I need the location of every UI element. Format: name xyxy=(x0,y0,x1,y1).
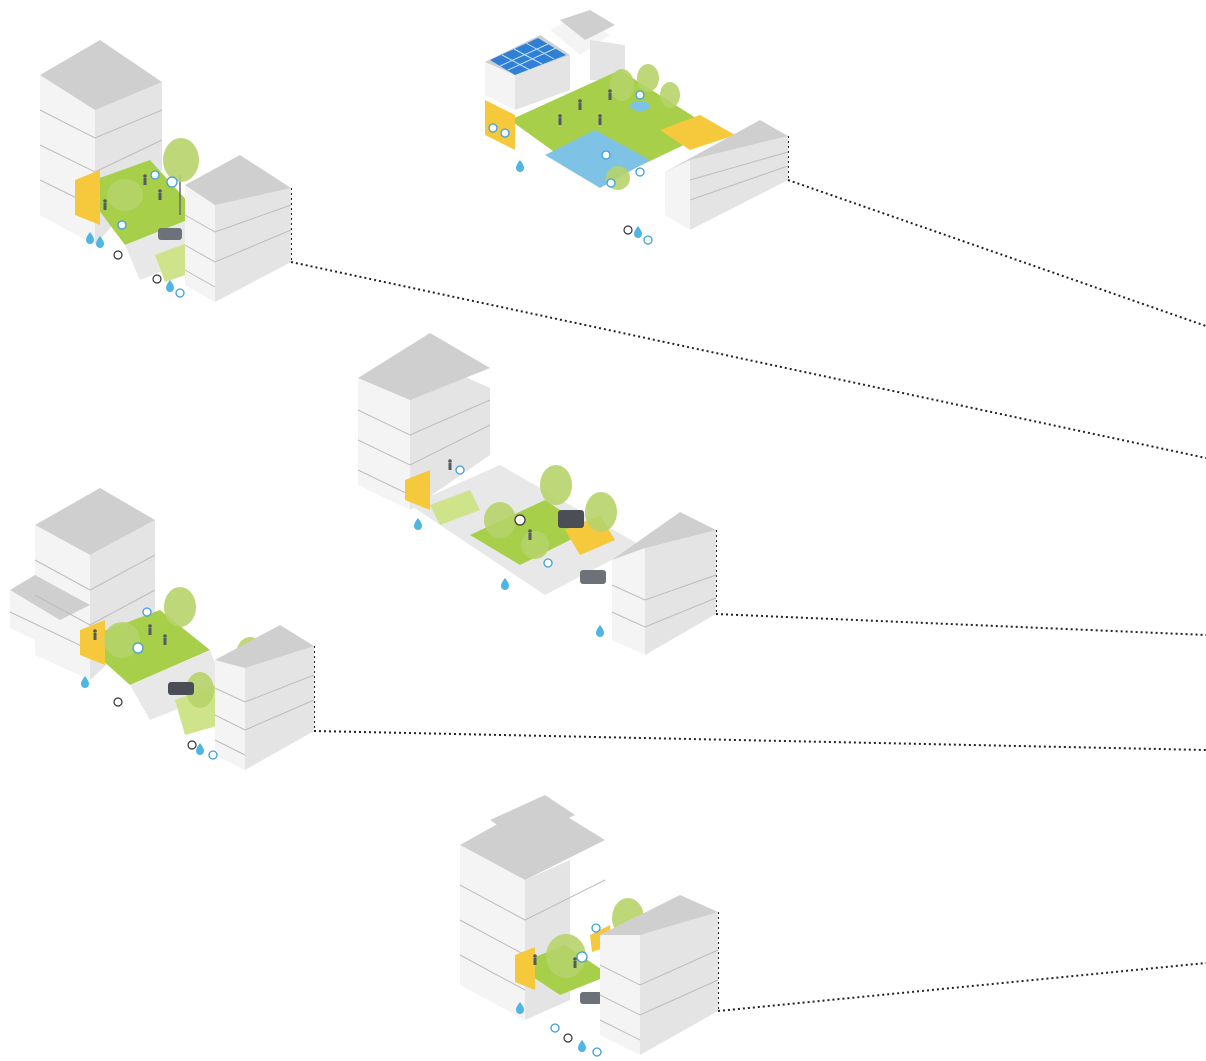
scene-block-a xyxy=(39,40,292,302)
leader-line-courtyard xyxy=(787,179,1206,327)
building-block-b-right xyxy=(214,625,315,770)
leader-line-block-c xyxy=(717,962,1206,1012)
building-courtyard-right xyxy=(665,120,789,230)
building-stepped xyxy=(9,488,156,680)
leader-line-block-a xyxy=(290,261,1206,459)
scene-street-wide xyxy=(357,333,717,655)
scene-block-c xyxy=(459,795,719,1057)
building-street-right xyxy=(611,512,717,655)
building-solar xyxy=(485,35,570,110)
leader-line-street-wide xyxy=(715,613,1206,636)
scene-courtyard xyxy=(485,10,789,245)
building-block-c-right xyxy=(599,895,719,1055)
leader-line-block-b xyxy=(313,730,1206,751)
scene-block-b xyxy=(9,488,315,770)
leader-lines xyxy=(290,136,1206,1012)
building-right-block xyxy=(184,155,292,302)
building-block-c-left xyxy=(459,795,606,1020)
